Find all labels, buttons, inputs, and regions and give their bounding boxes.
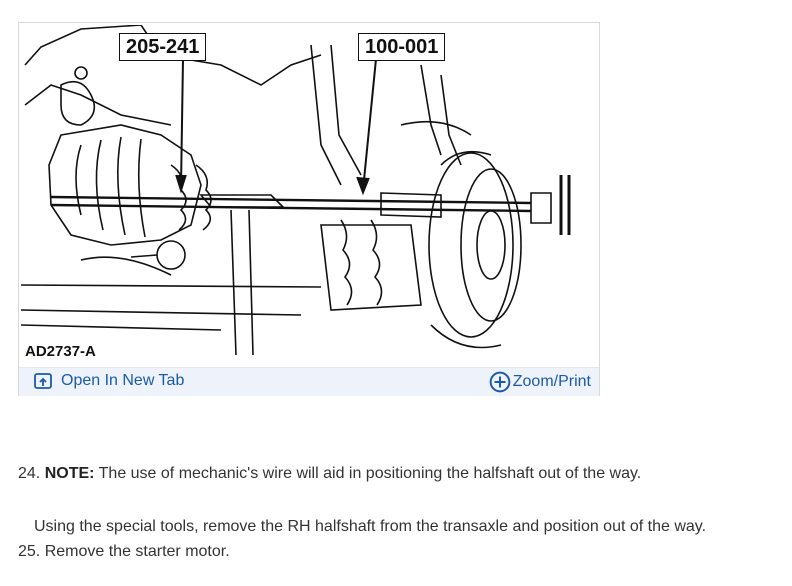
note-label: NOTE: — [44, 465, 95, 482]
step-24-instruction: Using the special tools, remove the RH h… — [34, 518, 707, 535]
open-in-new-tab-button[interactable]: Open In New Tab — [33, 371, 184, 391]
step-number: 25. — [18, 543, 41, 560]
tool-callout-205-241: 205-241 — [119, 33, 207, 61]
halfshaft-removal-illustration — [21, 25, 571, 356]
note-text: The use of mechanic's wire will aid in p… — [94, 465, 642, 482]
open-new-tab-icon — [34, 373, 52, 389]
step-text: Remove the starter motor. — [40, 543, 230, 560]
figure-toolbar: Open In New Tab Zoom/Print — [19, 367, 599, 396]
step-25: 25. Remove the starter motor. — [18, 543, 230, 561]
zoom-plus-icon — [489, 371, 511, 393]
open-in-new-tab-label: Open In New Tab — [61, 372, 185, 389]
step-24-note: 24. NOTE: The use of mechanic's wire wil… — [18, 465, 641, 483]
step-number: 24. — [18, 465, 41, 482]
zoom-print-label: Zoom/Print — [512, 373, 591, 390]
figure-id: AD2737-A — [25, 343, 96, 360]
tool-callout-100-001: 100-001 — [358, 33, 446, 61]
figure-card: 205-241 100-001 AD2737-A Open In New Tab… — [18, 22, 600, 396]
zoom-print-button[interactable]: Zoom/Print — [489, 371, 591, 393]
